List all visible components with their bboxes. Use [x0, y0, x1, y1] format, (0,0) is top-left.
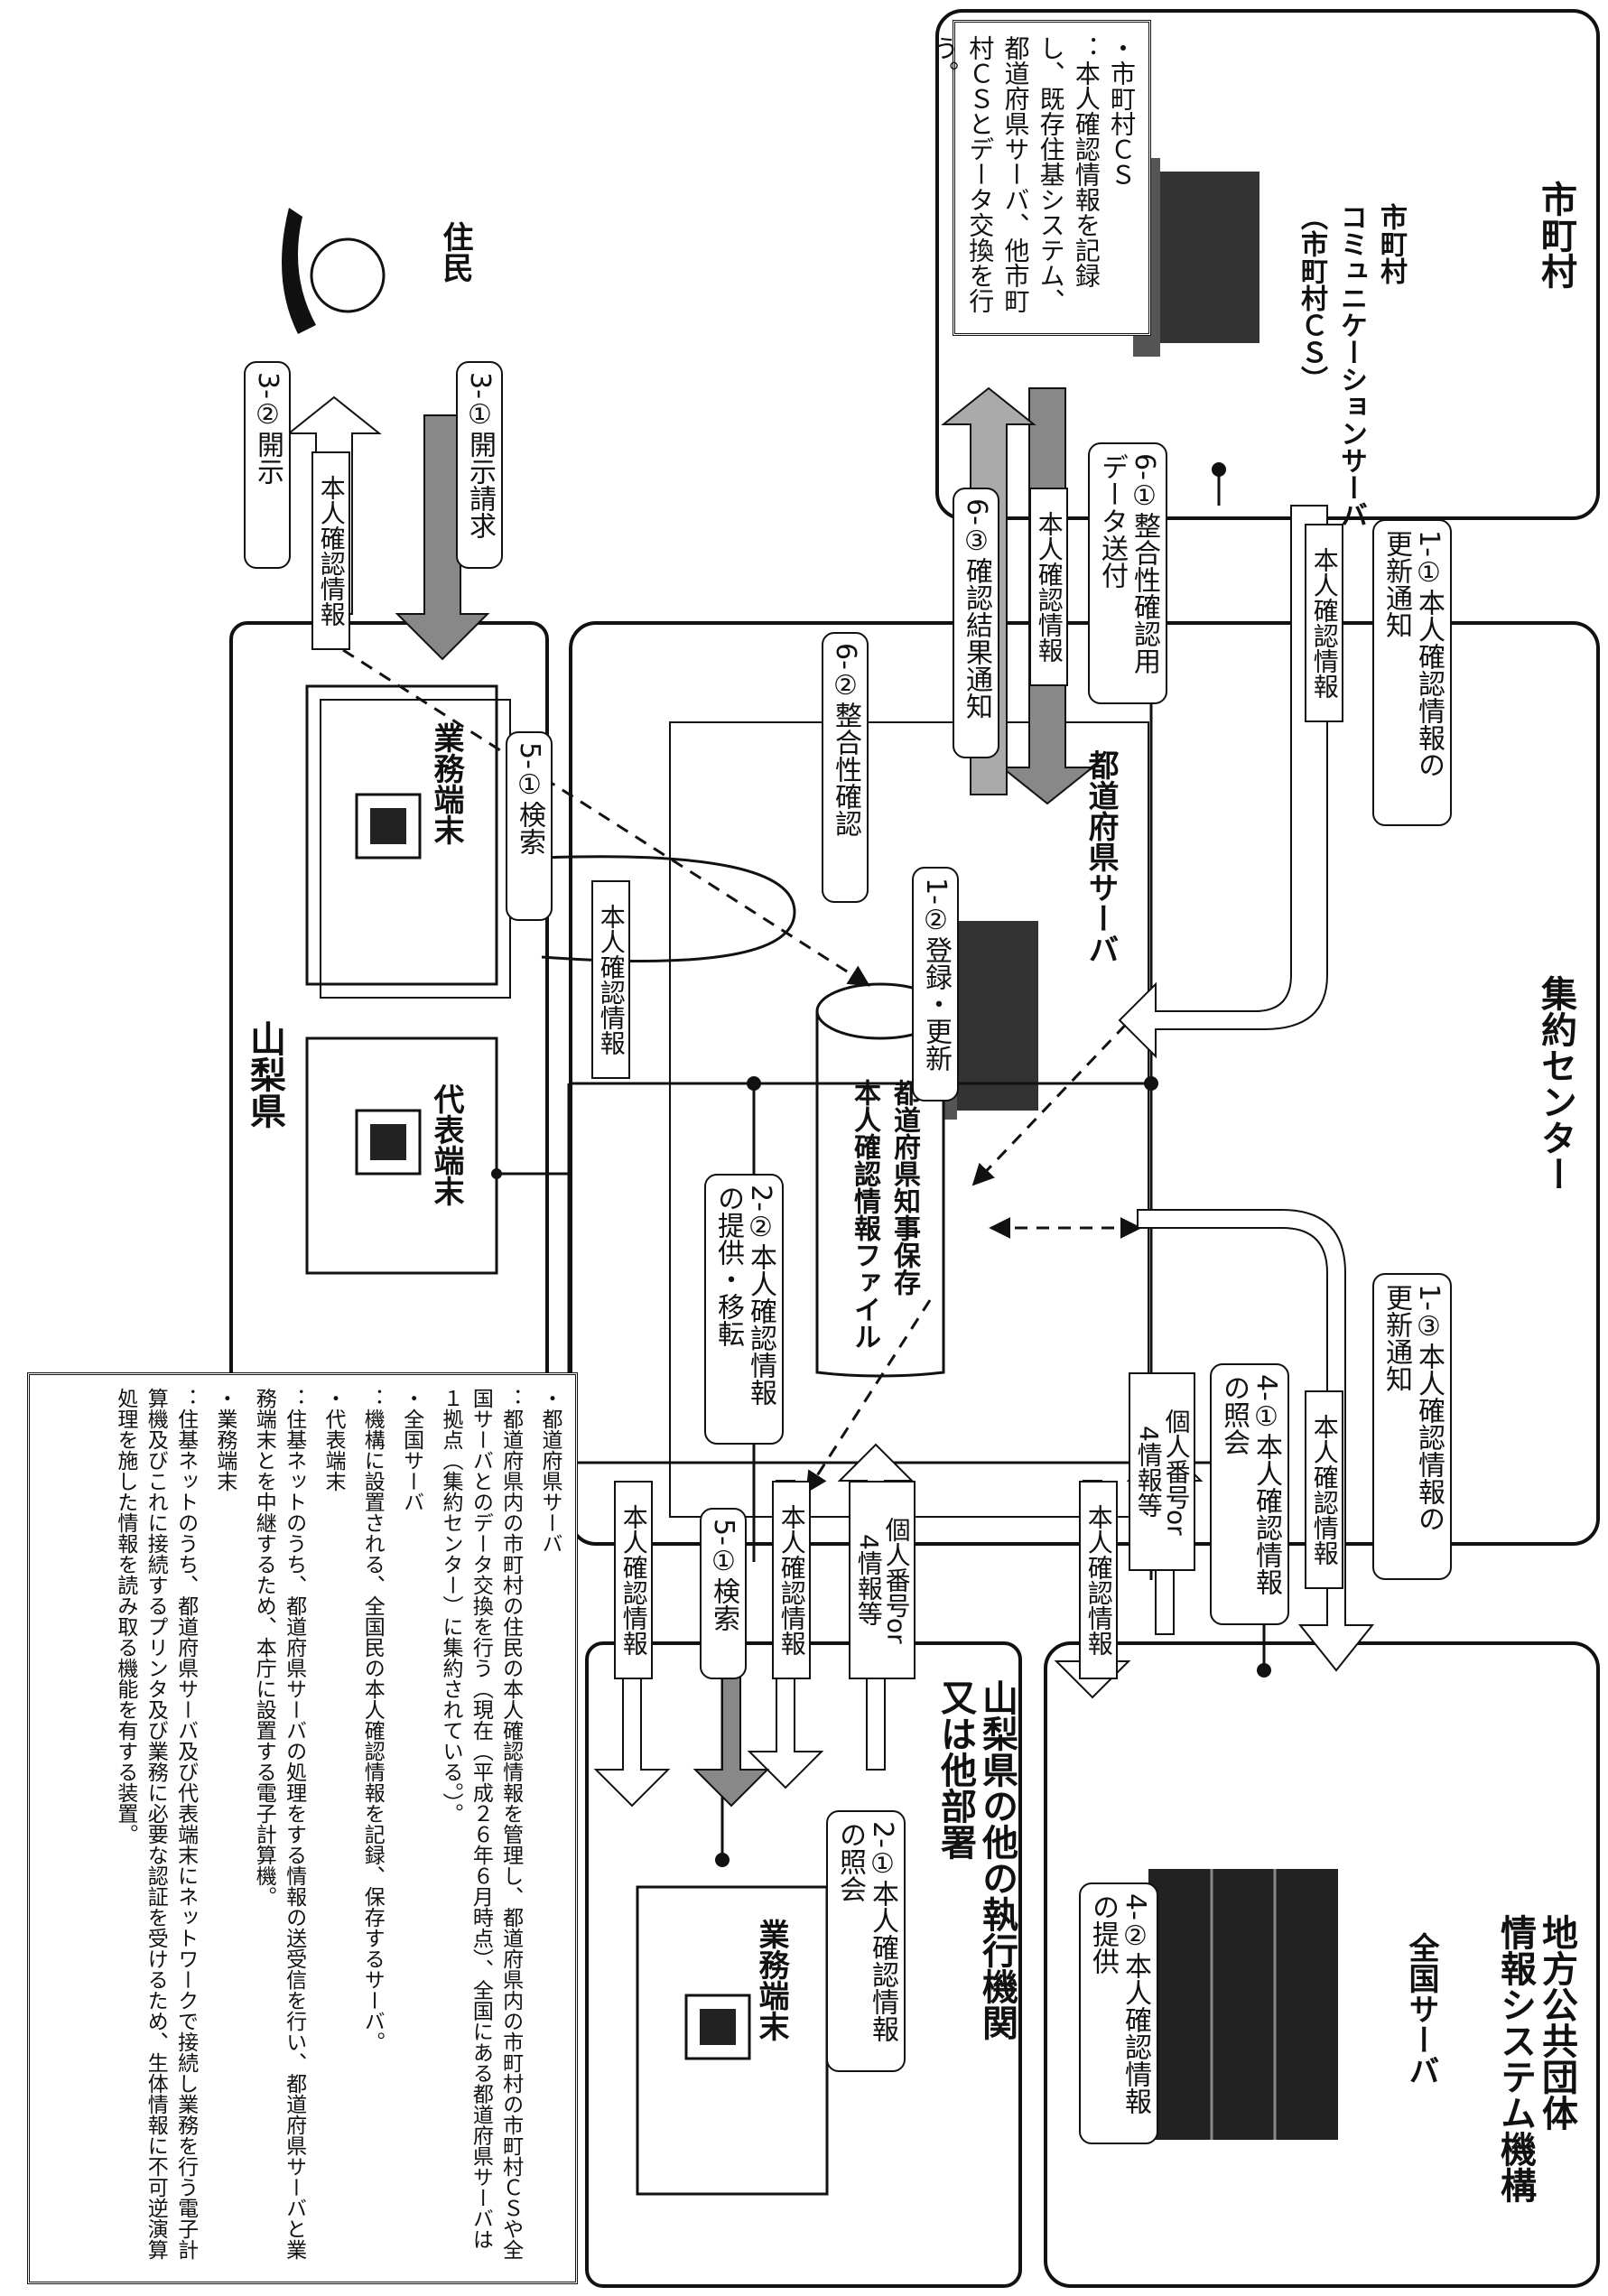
legend-item-title: ・業務端末 — [212, 1388, 237, 1492]
legend-item-title: ・全国サーバ — [399, 1388, 423, 1512]
tag-kojin-1: 個人番号or 4情報等 — [1129, 1372, 1195, 1571]
pref-file-label: 都道府県知事保存 本人確認情報ファイル — [849, 1079, 920, 1350]
callout-5-1b: 5-①検索 — [700, 1508, 747, 1679]
callout-6-1: 6-①整合性確認用 データ送付 — [1088, 442, 1167, 704]
pc-icon-pref — [355, 793, 422, 860]
tag-identity-2: 本人確認情報 — [1029, 488, 1068, 686]
tag-kojin-2: 個人番号or 4情報等 — [849, 1481, 916, 1679]
resident-label: 住民 — [437, 221, 473, 283]
callout-1-2: 1-②登録・更新 — [912, 867, 959, 1102]
municipality-box — [935, 9, 1600, 520]
callout-6-3: 6-③確認結果通知 — [953, 488, 999, 758]
legend-item-title: ・都道府県サーバ — [538, 1388, 562, 1554]
callout-1-1: 1-①本人確認情報の 更新通知 — [1372, 519, 1452, 826]
arrow-loop-pref — [541, 855, 796, 962]
callout-6-2: 6-②整合性確認 — [822, 632, 869, 903]
callout-5-1a: 5-①検索 — [506, 731, 553, 921]
legend-item-desc: ：都道府県内の市町村の住民の本人確認情報を管理し、都道府県内の市町村の市町村ＣＳ… — [438, 1388, 523, 2260]
org-label-center: 集約センター — [1535, 975, 1576, 1192]
tag-identity-3: 本人確認情報 — [311, 451, 350, 650]
callout-2-1: 2-①本人確認情報 の照会 — [826, 1810, 906, 2072]
pc-icon-other — [684, 1994, 751, 2060]
pref-file-cylinder — [815, 982, 945, 1378]
legend-item-desc: ：機構に設置される、全国民の本人確認情報を記録、保存するサーバ。 — [360, 1388, 385, 2052]
org-label-municipality: 市町村 — [1535, 181, 1576, 289]
callout-2-2: 2-②本人確認情報 の提供・移転 — [704, 1174, 784, 1445]
pc-icon-rep — [355, 1109, 422, 1176]
callout-3-2: 3-②開示 — [244, 361, 291, 569]
tag-identity-1: 本人確認情報 — [1305, 524, 1343, 722]
business-terminal-other-label: 業務端末 — [753, 1919, 789, 2041]
arrow-pref-to-national — [1137, 1209, 1375, 1672]
tag-identity-8: 本人確認情報 — [614, 1481, 653, 1679]
national-server-device — [1148, 1869, 1338, 2140]
business-terminal-pref-label: 業務端末 — [428, 722, 464, 845]
legend-item-desc: ：住基ネットのうち、都道府県サーバ及び代表端末にネットワークで接続し業務を行う電… — [113, 1388, 198, 2260]
tag-identity-6: 本人確認情報 — [1079, 1481, 1118, 1679]
callout-4-2: 4-②本人確認情報 の提供 — [1079, 1882, 1158, 2144]
pref-server-label: 都道府県サーバ — [1083, 749, 1119, 964]
callout-3-1: 3-①開示請求 — [456, 361, 503, 569]
representative-terminal-label: 代表端末 — [428, 1083, 464, 1206]
callout-4-1: 4-①本人確認情報 の照会 — [1210, 1363, 1289, 1625]
legend-item-title: ・代表端末 — [321, 1388, 345, 1492]
legend-item-desc: ：住基ネットのうち、都道府県サーバの処理をする情報の送受信を行い、都道府県サーバ… — [252, 1388, 306, 2260]
org-label-other: 山梨県の他の執行機関 又は他部署 — [934, 1679, 1018, 2040]
municipal-cs-device — [1133, 158, 1259, 357]
tag-identity-5: 本人確認情報 — [1305, 1390, 1343, 1589]
org-label-jlis: 地方公共団体 情報システム機構 — [1494, 1914, 1577, 2203]
cs-note: ・市町村ＣＳ ：本人確認情報を記録し、既存住基システム、都道府県サーバ、他市町村… — [930, 20, 1151, 336]
tag-identity-7: 本人確認情報 — [772, 1481, 811, 1679]
callout-1-3: 1-③本人確認情報の 更新通知 — [1372, 1273, 1452, 1580]
org-label-prefecture: 山梨県 — [244, 1020, 285, 1129]
legend-box: ・都道府県サーバ ：都道府県内の市町村の住民の本人確認情報を管理し、都道府県内の… — [27, 1372, 578, 2284]
municipal-cs-label: 市町村 コミュニケーションサーバ （市町村ＣＳ） — [1296, 203, 1407, 528]
resident-figure — [282, 208, 386, 334]
national-server-label: 全国サーバ — [1403, 1932, 1439, 2086]
tag-identity-4: 本人確認情報 — [591, 880, 630, 1079]
